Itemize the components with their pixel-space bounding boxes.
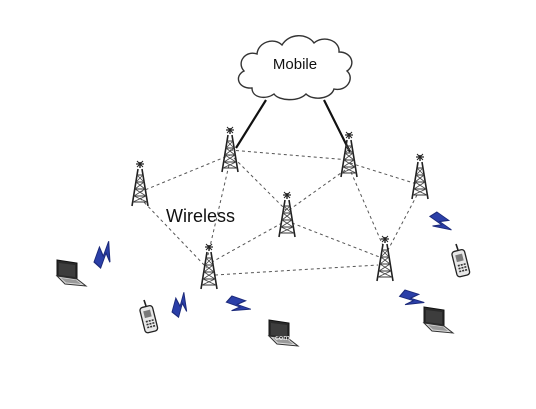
laptop-2 (268, 319, 299, 347)
signal-laptop-3 (397, 285, 427, 314)
wireless-signal-icon (167, 290, 196, 320)
link-t2-t4 (229, 149, 351, 161)
backhaul-link-left (235, 99, 267, 149)
cell-tower-icon (221, 126, 239, 173)
tower-6 (200, 243, 218, 290)
laptop-3 (423, 306, 454, 334)
laptop-icon (56, 259, 87, 287)
mesh-links (139, 149, 421, 276)
mobile-phone-icon (450, 243, 472, 279)
link-t4-t7 (350, 171, 385, 249)
link-t6-t7 (214, 264, 379, 276)
wireless-signal-icon (88, 238, 121, 271)
link-t1-t6 (139, 197, 208, 269)
cell-tower-icon (278, 191, 296, 238)
laptop-icon (268, 319, 299, 347)
mobile-cloud: Mobile (237, 35, 353, 101)
tower-1 (131, 160, 149, 207)
link-t4-t5 (349, 162, 421, 186)
cloud-label: Mobile (273, 56, 317, 73)
tower-5 (411, 153, 429, 200)
laptop-icon (423, 306, 454, 334)
laptop-1 (56, 259, 87, 287)
phone-1 (138, 299, 160, 335)
mobile-phone-icon (138, 299, 160, 335)
watermark-text: com (275, 334, 290, 342)
link-t3-t4 (288, 167, 349, 211)
phone-2 (450, 243, 472, 279)
cell-tower-icon (131, 160, 149, 207)
wireless-label: Wireless (166, 206, 235, 226)
signal-laptop-1 (88, 238, 121, 271)
tower-2 (221, 126, 239, 173)
wireless-signal-icon (426, 208, 455, 238)
cell-tower-icon (376, 235, 394, 282)
tower-7 (376, 235, 394, 282)
cloud-icon (237, 35, 353, 101)
wireless-signal-icon (397, 285, 427, 314)
cell-tower-icon (200, 243, 218, 290)
link-t5-t7 (387, 194, 418, 251)
link-t2-t3 (233, 157, 287, 211)
signal-phone-2 (426, 208, 455, 238)
backhaul-links (235, 99, 351, 153)
link-t1-t2 (139, 154, 231, 193)
link-t3-t7 (291, 222, 383, 259)
cell-tower-icon (411, 153, 429, 200)
link-t3-t6 (211, 222, 283, 263)
wireless-signal-icon (223, 291, 254, 321)
signal-laptop-2 (223, 291, 254, 321)
tower-3 (278, 191, 296, 238)
signal-phone-1 (167, 290, 196, 320)
